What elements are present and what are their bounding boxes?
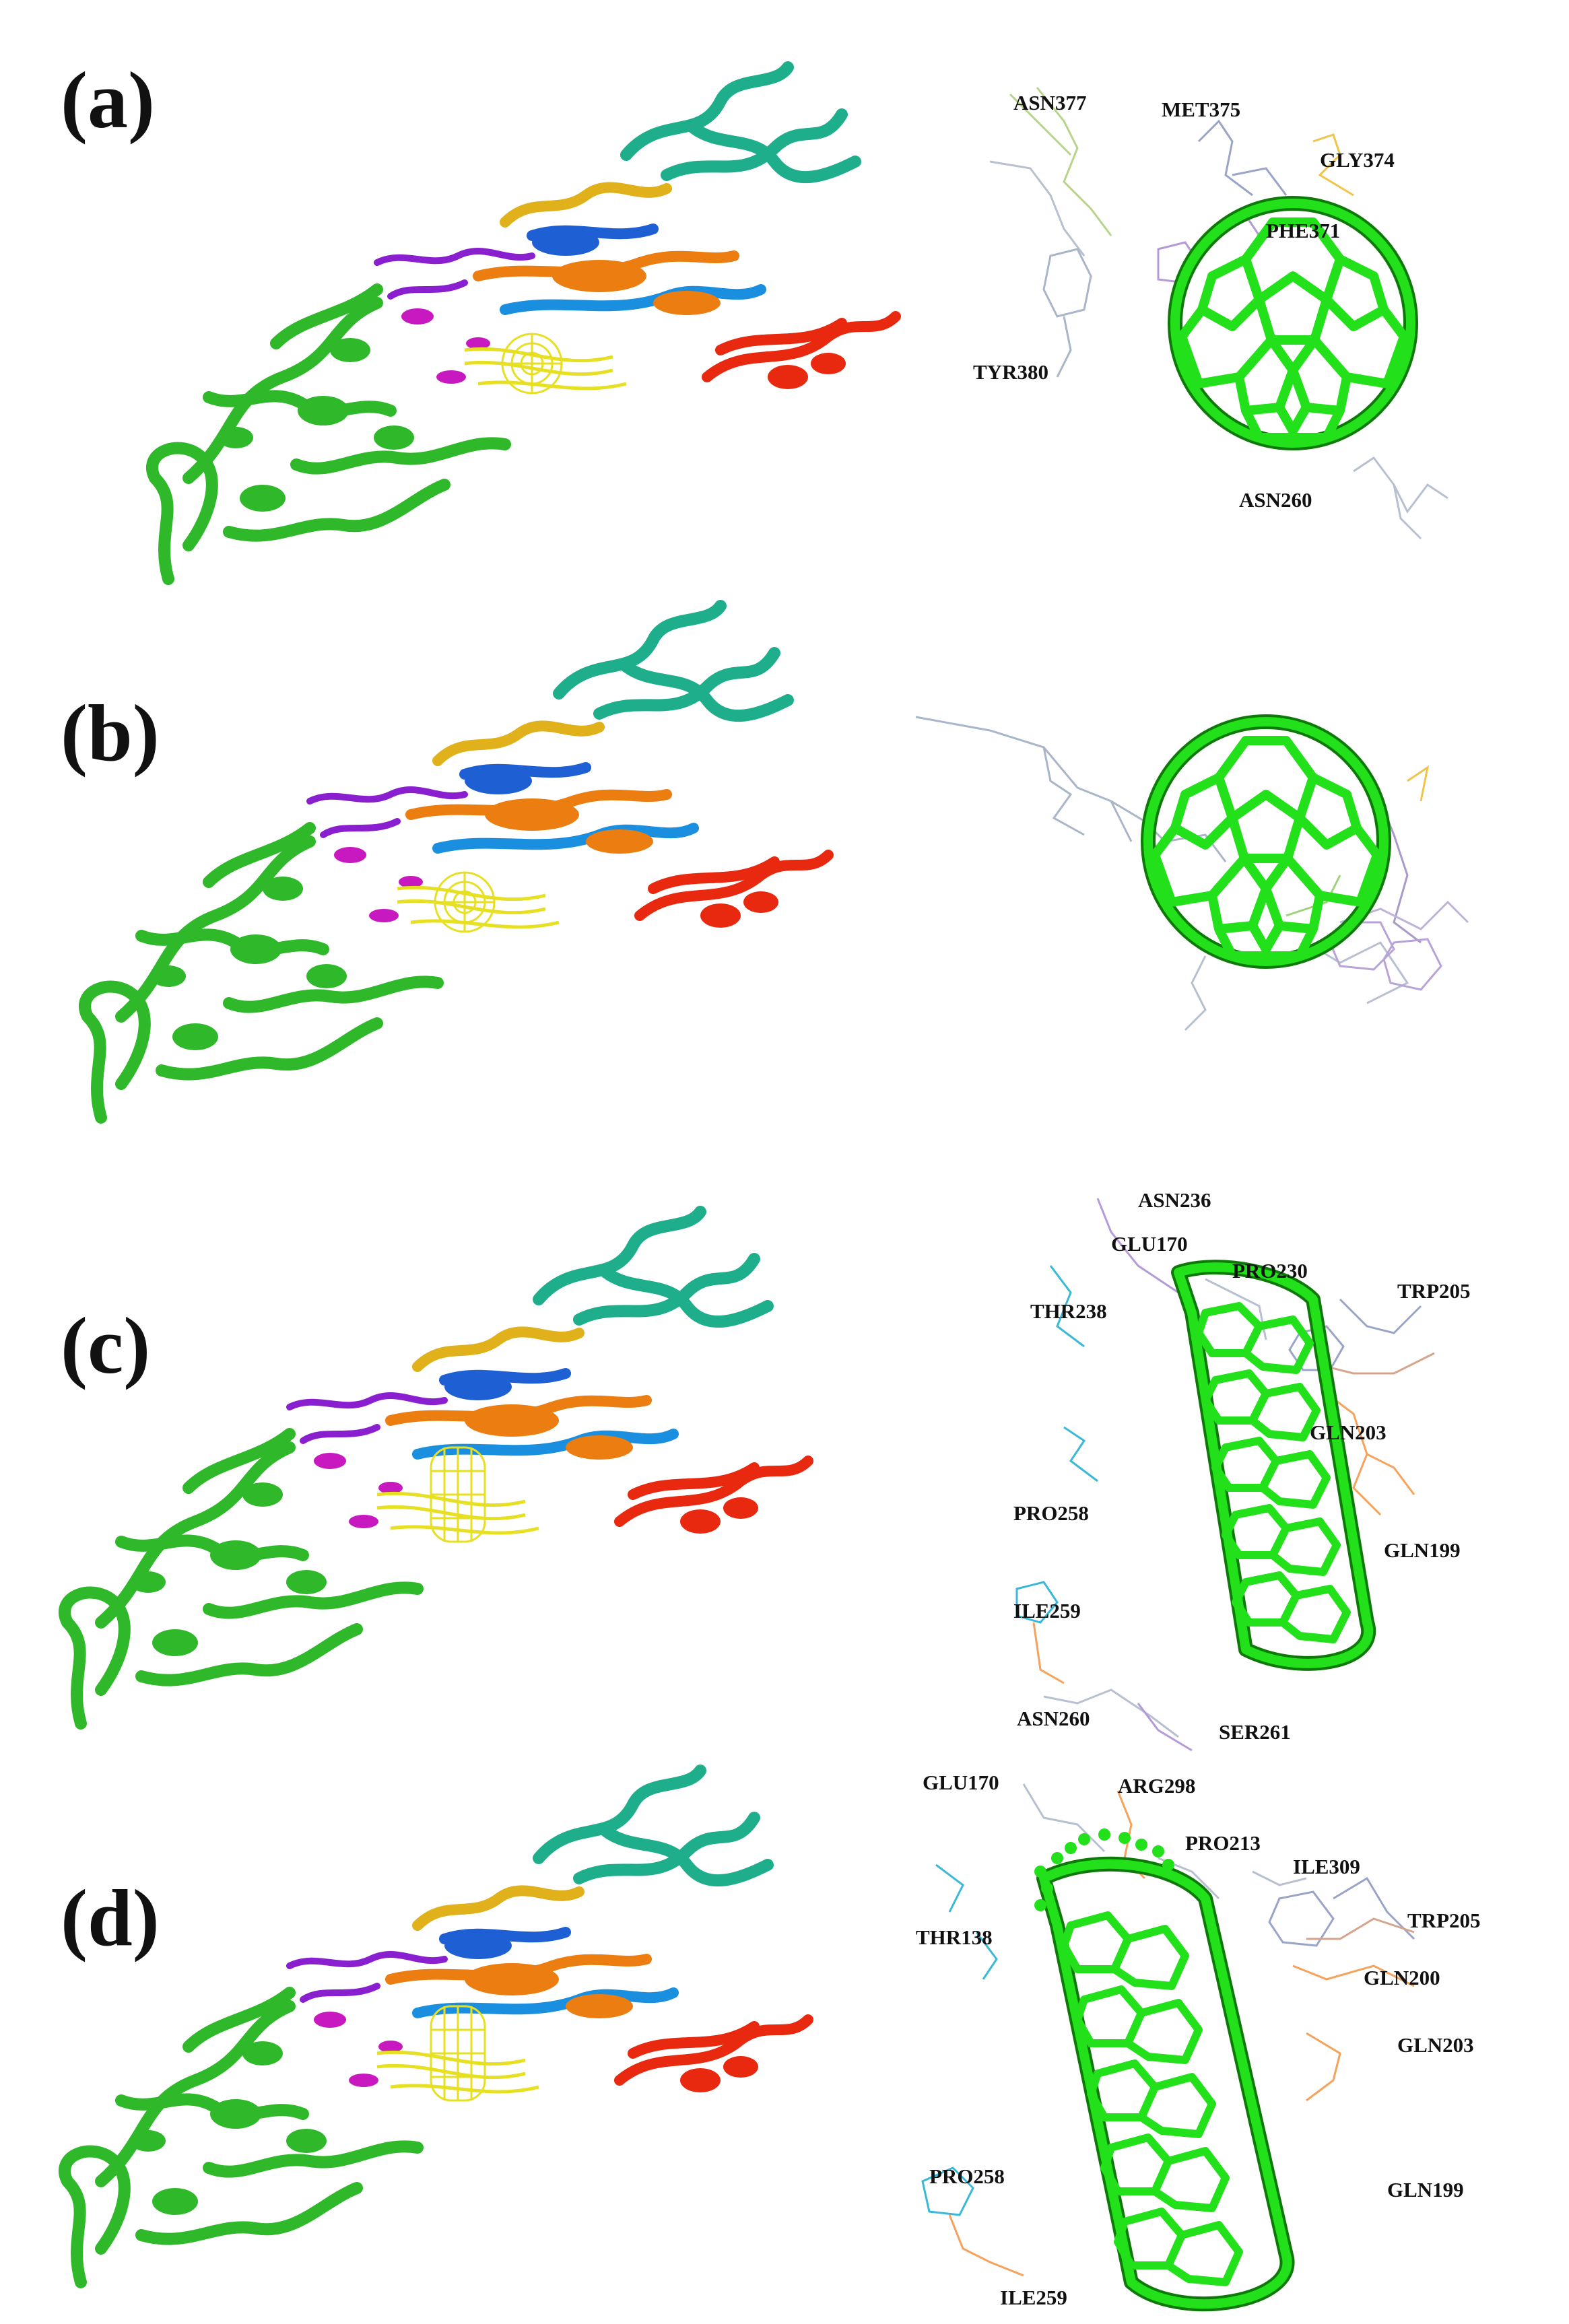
protein-ribbon-a [128,61,936,592]
protein-ribbon-b [61,599,869,1131]
residue-label: PRO258 [1013,1501,1089,1525]
residue-label: ASN377 [1013,91,1087,114]
ligand-closeup-d [921,1783,1415,2323]
residue-label: ILE259 [1013,1599,1081,1622]
residue-label: SER261 [1219,1720,1291,1744]
atom-dots [1034,1829,1174,1911]
panel-a-label: (a) [61,55,155,145]
residue-label: MET375 [1162,98,1241,121]
residue-label: GLN199 [1387,2178,1464,2201]
residue-label: GLU170 [1111,1232,1188,1256]
residue-label: ASN236 [1138,1188,1211,1212]
residue-label: ILE259 [1000,2286,1067,2309]
residue-label: GLN203 [1397,2033,1474,2057]
residue-label: THR138 [916,1925,993,1949]
residue-label: GLU170 [923,1771,999,1794]
panel-a: (a) ASN377 MET375 GLY374 PHE371 TYR380 A… [0,0,1569,592]
residue-label: PRO213 [1185,1831,1261,1855]
ligand-closeup-c [1015,1198,1435,1752]
residue-label: TYR380 [973,360,1048,384]
residue-label: PHE371 [1266,219,1341,242]
ligand-closeup-b [915,700,1469,1031]
ligand-closeup-a [936,81,1529,579]
residue-label: TRP205 [1407,1909,1481,1932]
residue-label: GLY374 [1320,148,1395,172]
residue-label: TRP205 [1397,1279,1471,1303]
residue-label: ASN260 [1239,488,1312,512]
protein-ribbon-d [40,1764,848,2296]
residue-label: THR238 [1030,1299,1107,1323]
protein-ribbon-c [40,1205,848,1737]
panel-d-label: (d) [61,1873,160,1962]
residue-label: ASN260 [1017,1707,1090,1730]
residue-label: PRO258 [929,2164,1005,2188]
residue-label: GLN203 [1310,1421,1387,1444]
panel-b-label: (b) [61,688,160,778]
residue-label: PRO230 [1232,1259,1308,1283]
residue-label: GLN199 [1384,1538,1461,1562]
panel-d: (d) GLU170 ARG298 PRO [0,1737,1569,2324]
residue-label: GLN200 [1364,1966,1440,1989]
residue-label: ILE309 [1293,1855,1360,1878]
panel-c: (c) ASN236 GLU170 PRO230 TRP205 THR238 G… [0,1151,1569,1752]
panel-b: (b) [0,592,1569,1151]
residue-label: ARG298 [1118,1774,1196,1798]
panel-c-label: (c) [61,1301,151,1390]
